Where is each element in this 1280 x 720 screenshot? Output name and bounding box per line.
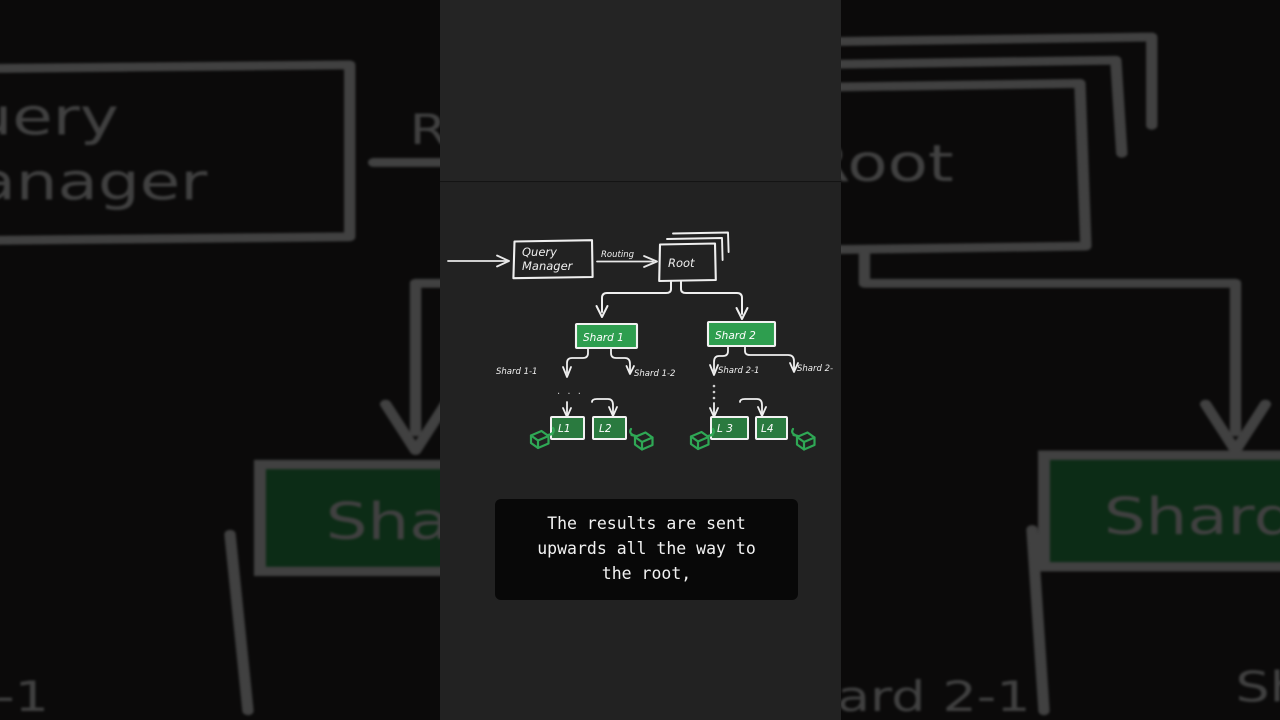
ellipsis-right [712,384,716,400]
leaf-4-label: L4 [761,423,774,435]
shard-1-label: Shard 1 [583,332,624,344]
diagram-canvas: Query Manager Routing Root [440,183,841,523]
routing-edge-label: Routing [601,250,635,260]
query-manager-box [512,239,594,280]
cube-l4-icon [791,427,816,451]
root-label: Root [668,256,695,270]
leaf-3-box [710,416,749,440]
query-manager-label-line2: Manager [522,259,574,273]
leaf-edges [562,398,767,418]
root-stack-mid [666,237,724,261]
leaf-1-label: L1 [558,423,571,435]
shard-tree-diagram: Query Manager Routing Root [447,231,833,451]
leaf-4-box [755,416,788,440]
shard-1-1-label: Shard 1-1 [496,367,537,377]
root-to-shards-edges [595,280,749,320]
player-top-letterbox [440,0,841,182]
svg-text:Shard 2-: Shard 2- [1236,663,1280,712]
leaf-1-box [550,416,585,440]
shard-2-2-label: Shard 2- [797,364,833,374]
leaf-1-node: L1 [550,416,585,440]
ellipsis-left: . . . [557,386,583,397]
leaf-2-label: L2 [599,423,612,435]
leaf-2-box [592,416,627,440]
subtitle-caption-box: The results are sent upwards all the way… [495,499,798,600]
cube-l3-icon [689,427,715,451]
shard-2-node: Shard 2 [706,320,777,348]
leaf-4-node: L4 [755,416,788,440]
cube-l2-icon [629,427,654,451]
leaf-3-label: L 3 [717,423,733,435]
svg-text:Shard 2: Shard 2 [1104,487,1280,547]
query-manager-node: Query Manager [512,239,594,280]
video-frame[interactable]: Query Manager Routing Root [440,183,841,720]
shard-1-node: Shard 1 [574,322,639,350]
shard-1-2-label: Shard 1-2 [634,369,675,379]
leaf-3-node: L 3 [710,416,749,440]
root-box [658,242,717,283]
root-stack-back [672,231,730,253]
svg-text:Manager: Manager [0,152,208,212]
caption-line-2: upwards all the way to [537,539,756,558]
shard-2-sub-edges [709,345,799,376]
caption-line-1: The results are sent [547,514,746,533]
svg-text:Shard 1-1: Shard 1-1 [0,673,49,720]
incoming-arrow [447,254,510,268]
routing-edge [596,255,658,268]
root-node: Root [658,231,730,283]
cube-l1-icon [529,426,555,450]
shard-2-box [706,320,777,348]
caption-line-3: the root, [601,564,692,583]
query-manager-label-line1: Query [522,245,557,259]
shard-1-sub-edges [562,347,635,378]
shard-1-box [574,322,639,350]
svg-text:Query: Query [0,87,119,147]
leaf-2-node: L2 [592,416,627,440]
shard-2-label: Shard 2 [715,330,756,342]
video-player-column[interactable]: Query Manager Routing Root [440,0,841,720]
shard-2-1-label: Shard 2-1 [718,366,759,376]
